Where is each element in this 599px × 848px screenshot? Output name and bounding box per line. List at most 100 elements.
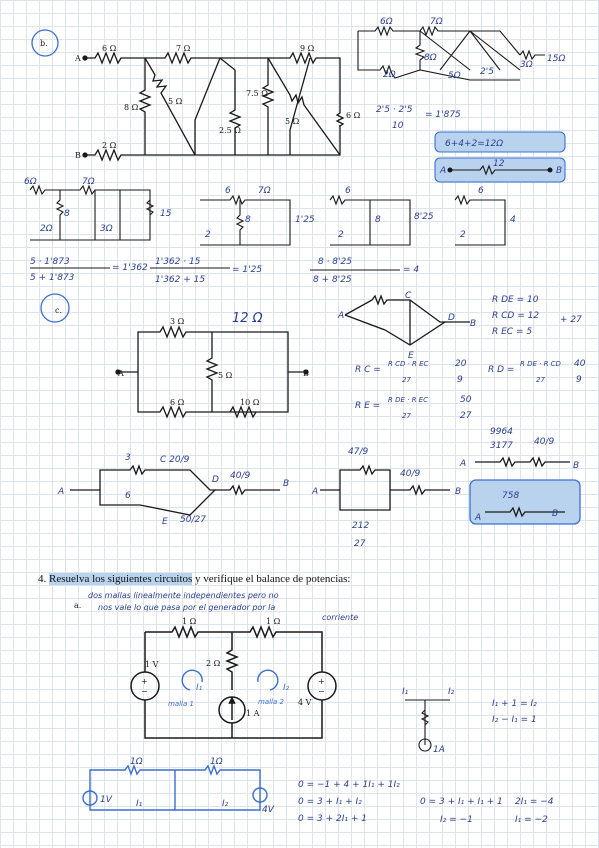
section-b-sketch-row xyxy=(29,184,506,271)
hw-re: R E = xyxy=(355,401,380,411)
hw-r12: 12 Ω xyxy=(232,311,263,326)
hw-c11: 40/9 xyxy=(400,469,420,479)
hw-c18: 40/9 xyxy=(534,437,554,447)
section-c-label: c. xyxy=(55,306,62,315)
hw-i1: I₁ xyxy=(196,683,203,693)
hw-rd-d: 9 xyxy=(576,375,582,385)
hw-r35: 3Ω xyxy=(100,224,113,234)
hw-b5: I₁ xyxy=(136,799,143,809)
hw-f1-res: = 1'362 xyxy=(112,263,148,273)
r-2-5: 2.5 Ω xyxy=(219,126,241,135)
p4-v1: 1 V xyxy=(145,660,159,669)
p4-r2: 1 Ω xyxy=(266,617,281,626)
hw-re-d: 27 xyxy=(460,411,472,421)
hw-m8: 8 xyxy=(245,215,251,225)
hw-m825: 8'25 xyxy=(414,212,434,222)
problem-number: 4. xyxy=(38,573,47,585)
hw-mesh2: malla 2 xyxy=(258,698,285,706)
r-10: 10 Ω xyxy=(240,398,260,407)
hw-rc-n: 20 xyxy=(455,359,467,369)
r-8: 8 Ω xyxy=(124,103,139,112)
p4-minus2: − xyxy=(318,687,325,696)
hw-m121: 1'25 xyxy=(295,215,315,225)
hw-rc-num: R CD · R EC xyxy=(388,360,429,368)
p4-r1: 1 Ω xyxy=(182,617,197,626)
hw-f2-den: 1'362 + 15 xyxy=(155,275,205,285)
hw-d: D xyxy=(448,313,455,323)
hw-c17: 3177 xyxy=(490,441,513,451)
hw-f3-num: 8 · 8'25 xyxy=(318,257,352,267)
hw-c14: A xyxy=(311,487,318,497)
section-b-label: b. xyxy=(40,39,48,48)
node-b-c: B xyxy=(303,369,309,378)
node-b: B xyxy=(75,151,81,160)
hw-c20: B xyxy=(573,461,579,471)
p4-v2: 4 V xyxy=(298,698,312,707)
hw-f3-den: 8 + 8'25 xyxy=(313,275,352,285)
hw-b3: 1V xyxy=(100,795,113,805)
hw-6: 6Ω xyxy=(380,17,393,27)
hw-c9: B xyxy=(283,479,289,489)
hw-note2: nos vale lo que pasa por el generador po… xyxy=(98,603,275,612)
p4-i1: 1 A xyxy=(246,709,260,718)
problem4-redraw xyxy=(82,764,268,811)
hw-b1: 1Ω xyxy=(130,757,143,767)
hw-8: 8Ω xyxy=(424,53,437,63)
hw-m8b: 8 xyxy=(375,215,381,225)
node-a: A xyxy=(74,54,81,63)
hw-15: 15Ω xyxy=(547,54,565,64)
hw-c10: 47/9 xyxy=(348,447,368,457)
hw-m2: 2 xyxy=(205,230,211,240)
hw-a: A xyxy=(337,311,344,321)
hw-mesh1: malla 1 xyxy=(168,700,194,708)
r-6: 6 Ω xyxy=(102,44,117,53)
hw-f3-res: = 4 xyxy=(403,265,419,275)
problem-text-rest: y verifique el balance de potencias: xyxy=(192,573,351,585)
hw-m7: 7Ω xyxy=(258,186,271,196)
hw-b6: I₂ xyxy=(222,799,229,809)
hw-rd-den: 27 xyxy=(536,376,545,384)
hw-node-1a: 1A xyxy=(433,745,445,755)
hw-c: C xyxy=(405,291,412,301)
r-2: 2 Ω xyxy=(102,141,117,150)
hw-eq1: I₁ + 1 = I₂ xyxy=(492,699,537,709)
section-c xyxy=(40,293,581,525)
hw-rde: R DE = 10 xyxy=(492,295,539,305)
problem4-node-sketch xyxy=(405,699,450,752)
hw-m2b: 2 xyxy=(338,230,344,240)
problem4-circuit xyxy=(130,624,337,739)
hw-i2: I₂ xyxy=(283,683,290,693)
hw-e5: 2I₁ = −4 xyxy=(515,797,554,807)
hw-c23: B xyxy=(552,509,558,519)
r-5b: 5 Ω xyxy=(285,117,300,126)
hw-m6b: 6 xyxy=(345,186,351,196)
hw-sum27: + 27 xyxy=(560,315,582,325)
hw-c16: 9964 xyxy=(490,427,513,437)
hw-c5: E xyxy=(162,517,168,527)
hw-box-b: B xyxy=(556,166,562,176)
hw-5: 5Ω xyxy=(448,71,461,81)
hw-calc1-res: = 1'875 xyxy=(425,110,461,120)
hw-r15: 15 xyxy=(160,209,172,219)
r-5a: 5 Ω xyxy=(168,97,183,106)
hw-c7: D xyxy=(212,475,219,485)
hw-node-ib: I₂ xyxy=(448,687,455,697)
p4-plus1: + xyxy=(141,677,148,686)
problem-text-highlighted: Resuelva los siguientes circuitos xyxy=(49,573,193,585)
p4-plus2: + xyxy=(318,677,325,686)
hw-c3: 6 xyxy=(125,491,131,501)
hw-b: B xyxy=(470,319,476,329)
hw-r75: 7Ω xyxy=(82,177,95,187)
hw-e4: 0 = 3 + I₁ + I₁ + 1 xyxy=(420,797,503,807)
hw-2: 2Ω xyxy=(383,70,396,80)
hw-e: E xyxy=(408,351,414,361)
sub-a: a. xyxy=(74,601,81,610)
problem-4-title: 4. Resuelva los siguientes circuitos y v… xyxy=(38,573,351,585)
hw-re-n: 50 xyxy=(460,395,472,405)
hw-node-ia: I₁ xyxy=(402,687,409,697)
r-9: 9 Ω xyxy=(300,44,315,53)
hw-c12: 212 xyxy=(352,521,369,531)
hw-rc: R C = xyxy=(355,365,381,375)
hw-calc1-num: 2'5 · 2'5 xyxy=(376,105,413,115)
